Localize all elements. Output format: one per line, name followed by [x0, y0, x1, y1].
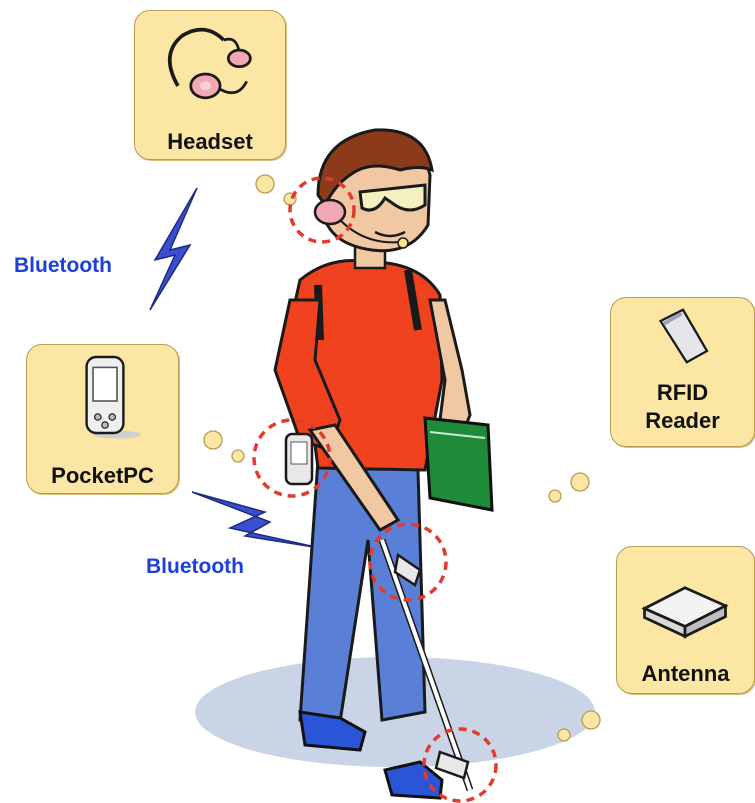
pocketpc-card: PocketPC: [26, 344, 179, 494]
antenna-icon: [635, 577, 735, 649]
bluetooth-bolt-top: [150, 188, 197, 310]
antenna-card: Antenna: [616, 546, 755, 694]
headset-label: Headset: [135, 129, 285, 155]
antenna-label: Antenna: [617, 661, 754, 687]
bluetooth-label-pocketpc: Bluetooth: [146, 555, 244, 579]
bluetooth-label-headset: Bluetooth: [14, 254, 112, 278]
rfid-label-line2: Reader: [611, 408, 754, 434]
rfid-label-line1: RFID: [611, 380, 754, 406]
rfid-reader-card: RFID Reader: [610, 297, 755, 447]
headset-icon: [155, 17, 265, 109]
pocketpc-label: PocketPC: [27, 463, 178, 489]
rfid-reader-icon: [653, 306, 713, 366]
headset-card: Headset: [134, 10, 286, 160]
bluetooth-bolt-bottom: [192, 492, 320, 548]
pocketpc-icon: [69, 353, 149, 441]
